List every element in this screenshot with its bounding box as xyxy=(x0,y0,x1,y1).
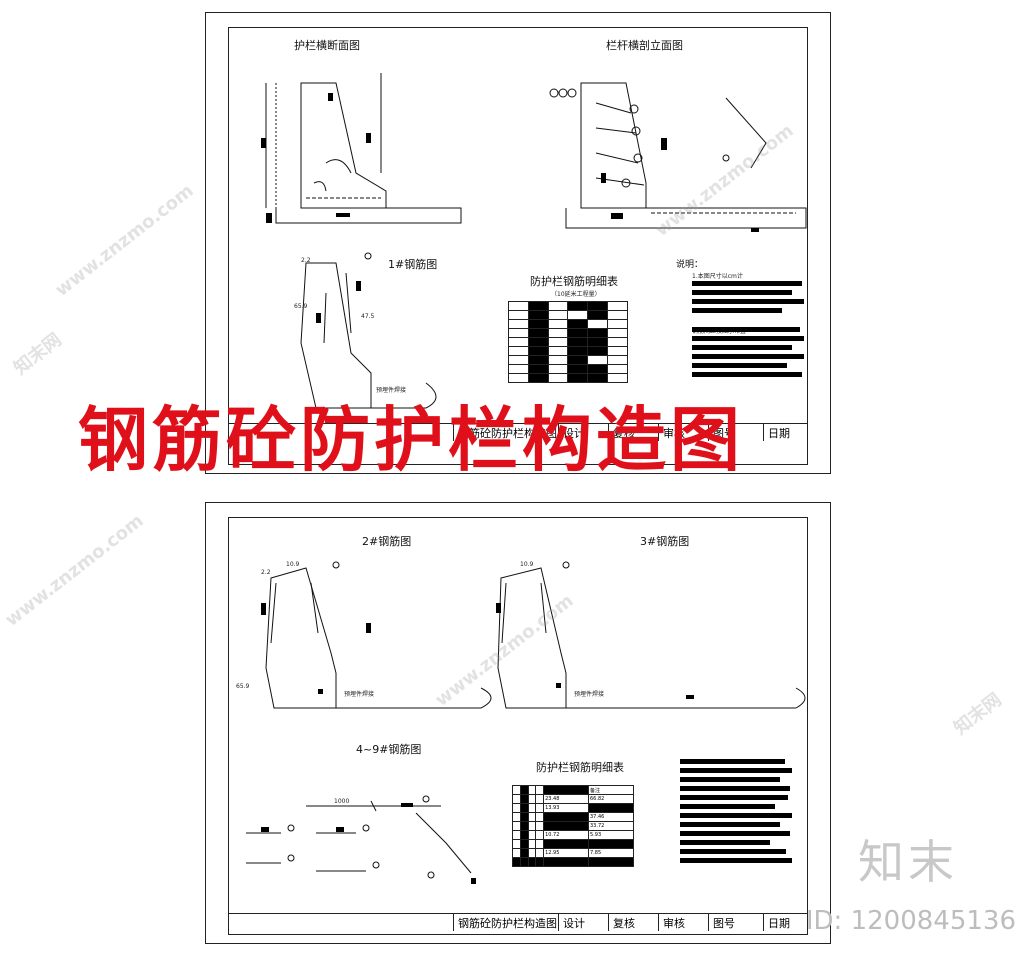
title-block-check: 复核 xyxy=(608,424,658,441)
dim-small-label: 2.2 xyxy=(301,257,311,264)
title-block-review: 审核 xyxy=(658,424,708,441)
sheet-2-drawing xyxy=(246,561,806,884)
title-block-name-2: 钢筋砼防护栏构造图 xyxy=(453,914,558,931)
title-block-review-2: 审核 xyxy=(658,914,708,931)
rebar-table-2-title: 防护栏钢筋明细表 xyxy=(536,761,624,774)
notes-redacted-2 xyxy=(680,759,796,867)
rebar-table-subtitle: （10延米工程量） xyxy=(551,291,601,298)
elevation-title: 栏杆横剖立面图 xyxy=(606,39,683,52)
watermark-1: www.znzmo.com xyxy=(51,180,198,301)
title-block-check-2: 复核 xyxy=(608,914,658,931)
rebar-4-9-title: 4~9#钢筋图 xyxy=(356,743,422,756)
col-remark: 备注 xyxy=(588,785,634,795)
title-block-drawing-no: 图号 xyxy=(708,424,763,441)
drawing-sheet-1: 护栏横断面图 栏杆横剖立面图 1#钢筋图 65.9 47.5 2.2 预埋件焊接… xyxy=(205,12,831,474)
watermark-logo-1: 知末网 xyxy=(10,329,66,380)
banner-title: 钢筋砼防护栏构造图 xyxy=(78,398,744,481)
embed-label-2: 预埋件焊接 xyxy=(344,691,375,698)
sheet-1-drawing xyxy=(261,73,807,409)
note-line-1: 1.本图尺寸以cm计 xyxy=(692,273,743,280)
sheet-1-frame xyxy=(228,27,808,465)
id-text: ID: 1200845136 xyxy=(805,906,1016,936)
title-block-date-2: 日期 xyxy=(763,914,808,931)
dim-length: 1000 xyxy=(334,798,350,805)
dim-left-2: 65.9 xyxy=(236,683,250,690)
brand-logo: 知末 xyxy=(858,835,958,889)
title-block-design: 设计 xyxy=(558,424,608,441)
title-block-drawing-no-2: 图号 xyxy=(708,914,763,931)
dim-small-2: 2.2 xyxy=(261,569,271,576)
cross-section-title: 护栏横断面图 xyxy=(294,39,360,52)
title-block-2: 钢筋砼防护栏构造图 设计 复核 审核 图号 日期 xyxy=(228,913,808,931)
rebar-1-title: 1#钢筋图 xyxy=(388,258,438,271)
title-block-date: 日期 xyxy=(763,424,808,441)
dim-right-label: 47.5 xyxy=(361,313,375,320)
dim-top-3: 10.9 xyxy=(520,561,534,568)
dim-left-label: 65.9 xyxy=(294,303,308,310)
rebar-table-1 xyxy=(508,301,628,383)
title-block-name: 钢筋砼防护栏构造图 xyxy=(453,424,558,441)
watermark-4: www.znzmo.com xyxy=(1,510,148,631)
title-block-design-2: 设计 xyxy=(558,914,608,931)
sheet-2-frame xyxy=(228,517,808,935)
title-block-1: 钢筋砼防护栏构造图 设计 复核 审核 图号 日期 xyxy=(228,423,808,441)
rebar-3-title: 3#钢筋图 xyxy=(640,535,690,548)
rebar-table-title: 防护栏钢筋明细表 xyxy=(530,275,618,288)
embed-label: 预埋件焊接 xyxy=(376,387,407,394)
watermark-logo-2: 知末网 xyxy=(950,689,1006,740)
drawing-sheet-2: 2#钢筋图 3#钢筋图 4~9#钢筋图 10.9 10.9 2.2 65.9 1… xyxy=(205,502,831,944)
rebar-2-title: 2#钢筋图 xyxy=(362,535,412,548)
dim-top-2: 10.9 xyxy=(286,561,300,568)
embed-label-3: 预埋件焊接 xyxy=(574,691,605,698)
notes-label: 说明： xyxy=(676,260,704,270)
notes-redacted xyxy=(692,281,808,381)
